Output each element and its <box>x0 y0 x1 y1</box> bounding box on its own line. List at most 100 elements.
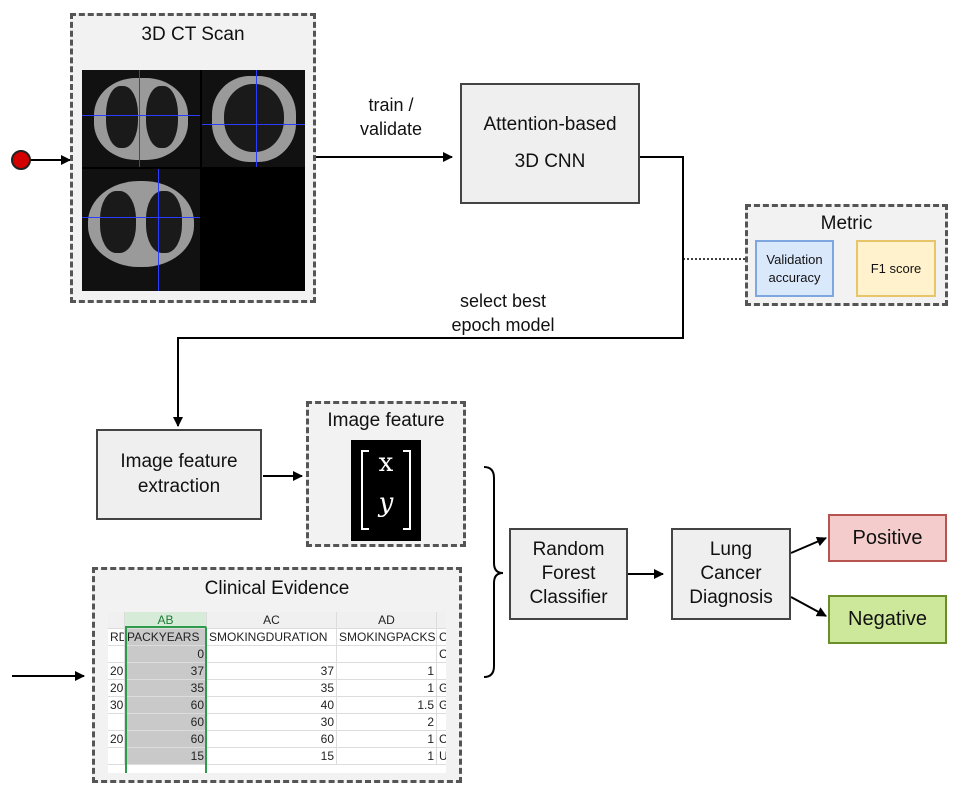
column-ac: AC <box>207 612 337 628</box>
cell-smokingduration: 60 <box>207 731 337 747</box>
select-model-label: select best epoch model <box>428 289 578 338</box>
cell-ca: Co <box>437 646 446 662</box>
cell-packyears: 60 <box>125 731 207 747</box>
header-packyears: PACKYEARS <box>125 629 207 645</box>
table-row: 2035351Gy <box>108 680 446 697</box>
cell-packyears: 15 <box>125 748 207 764</box>
cell-rd: 20 <box>110 680 125 696</box>
metric-panel: Metric Validation accuracy F1 score <box>745 204 948 306</box>
validation-line2: accuracy <box>768 269 821 285</box>
cell-smokingpacks: 2 <box>337 714 437 730</box>
column-letter-row: AB AC AD <box>108 612 446 629</box>
cell-rd: 30 <box>110 697 125 713</box>
cell-smokingpacks <box>337 646 437 662</box>
ct-scan-title: 3D CT Scan <box>141 24 245 45</box>
diagnosis-line1: Lung <box>709 539 753 561</box>
metric-title: Metric <box>820 213 873 234</box>
cell-rd: 20 <box>110 663 125 679</box>
train-label-line2: validate <box>359 119 423 140</box>
negative-box: Negative <box>828 595 947 644</box>
diagnosis-line3: Diagnosis <box>689 586 773 608</box>
cell-rd <box>108 646 125 662</box>
ct-sagittal-view <box>202 70 305 167</box>
lung-cancer-diagnosis-box: Lung Cancer Diagnosis <box>671 528 791 620</box>
header-smokingpacks: SMOKINGPACKS <box>339 629 437 645</box>
cell-ca: Gy <box>437 680 446 696</box>
clinical-spreadsheet: AB AC AD RD PACKYEARS SMOKINGDURATION SM… <box>108 612 446 773</box>
rf-line3: Classifier <box>529 586 608 608</box>
ct-axial-view <box>82 70 200 167</box>
feature-x: x <box>378 448 394 478</box>
column-ab: AB <box>125 612 207 628</box>
cell-smokingpacks: 1 <box>337 731 437 747</box>
validation-accuracy-box: Validation accuracy <box>755 240 834 297</box>
column-ad: AD <box>337 612 437 628</box>
clinical-evidence-panel: Clinical Evidence AB AC AD RD PACKYEARS … <box>92 567 462 783</box>
cell-smokingduration: 40 <box>207 697 337 713</box>
header-smokingduration: SMOKINGDURATION <box>207 629 337 645</box>
cell-ca: Ur <box>437 748 446 764</box>
cell-smokingpacks: 1.5 <box>337 697 437 713</box>
cell-smokingduration <box>207 646 337 662</box>
feature-vector: x y <box>351 440 421 541</box>
cell-smokingpacks: 1 <box>337 680 437 696</box>
train-validate-label: train / validate <box>346 93 436 142</box>
header-ca: Ca <box>437 629 446 645</box>
rf-line2: Forest <box>541 563 596 585</box>
random-forest-box: Random Forest Classifier <box>509 528 628 620</box>
cell-packyears: 37 <box>125 663 207 679</box>
rf-line1: Random <box>532 539 605 561</box>
validation-line1: Validation <box>766 251 823 267</box>
ct-scan-image <box>82 70 305 291</box>
cell-smokingduration: 30 <box>207 714 337 730</box>
cell-ca: Ga <box>437 697 446 713</box>
feature-y: y <box>378 488 394 518</box>
brace <box>483 466 504 678</box>
select-model-arrow <box>173 156 684 427</box>
cell-smokingduration: 15 <box>207 748 337 764</box>
image-feature-title: Image feature <box>327 410 445 431</box>
cell-ca <box>437 714 446 730</box>
table-row: 0 Co <box>108 646 446 663</box>
cell-ca <box>437 663 446 679</box>
image-feature-extraction-box: Image feature extraction <box>96 429 262 520</box>
diagnosis-line2: Cancer <box>700 563 762 585</box>
cnn-label-line2: 3D CNN <box>514 150 586 172</box>
cell-smokingpacks: 1 <box>337 748 437 764</box>
f1-score-box: F1 score <box>856 240 936 297</box>
cell-smokingduration: 37 <box>207 663 337 679</box>
cell-smokingduration: 35 <box>207 680 337 696</box>
positive-box: Positive <box>828 514 947 562</box>
extraction-line1: Image feature <box>120 450 238 472</box>
ct-scan-panel: 3D CT Scan <box>70 13 316 303</box>
table-row: 2060601Co <box>108 731 446 748</box>
header-rd: RD <box>108 629 125 645</box>
start-node <box>11 150 31 170</box>
image-feature-panel: Image feature x y <box>306 401 466 547</box>
ct-coronal-view <box>82 169 200 291</box>
cnn-label-line1: Attention-based <box>483 114 617 136</box>
cell-rd <box>108 748 125 764</box>
cell-rd <box>108 714 125 730</box>
cell-rd: 20 <box>110 731 125 747</box>
cell-smokingpacks: 1 <box>337 663 437 679</box>
cell-packyears: 60 <box>125 714 207 730</box>
train-label-line1: train / <box>368 95 414 115</box>
select-label-line1: select best <box>459 291 547 311</box>
extraction-line2: extraction <box>137 475 221 497</box>
clinical-evidence-title: Clinical Evidence <box>204 578 350 599</box>
select-label-line2: epoch model <box>451 315 555 336</box>
cell-packyears: 0 <box>125 646 207 662</box>
cell-packyears: 60 <box>125 697 207 713</box>
cell-ca: Co <box>437 731 446 747</box>
attention-cnn-box: Attention-based 3D CNN <box>460 83 640 204</box>
header-row: RD PACKYEARS SMOKINGDURATION SMOKINGPACK… <box>108 629 446 646</box>
cell-packyears: 35 <box>125 680 207 696</box>
table-row: 15151Ur <box>108 748 446 765</box>
negative-arrow <box>790 596 827 617</box>
positive-arrow <box>790 536 827 554</box>
